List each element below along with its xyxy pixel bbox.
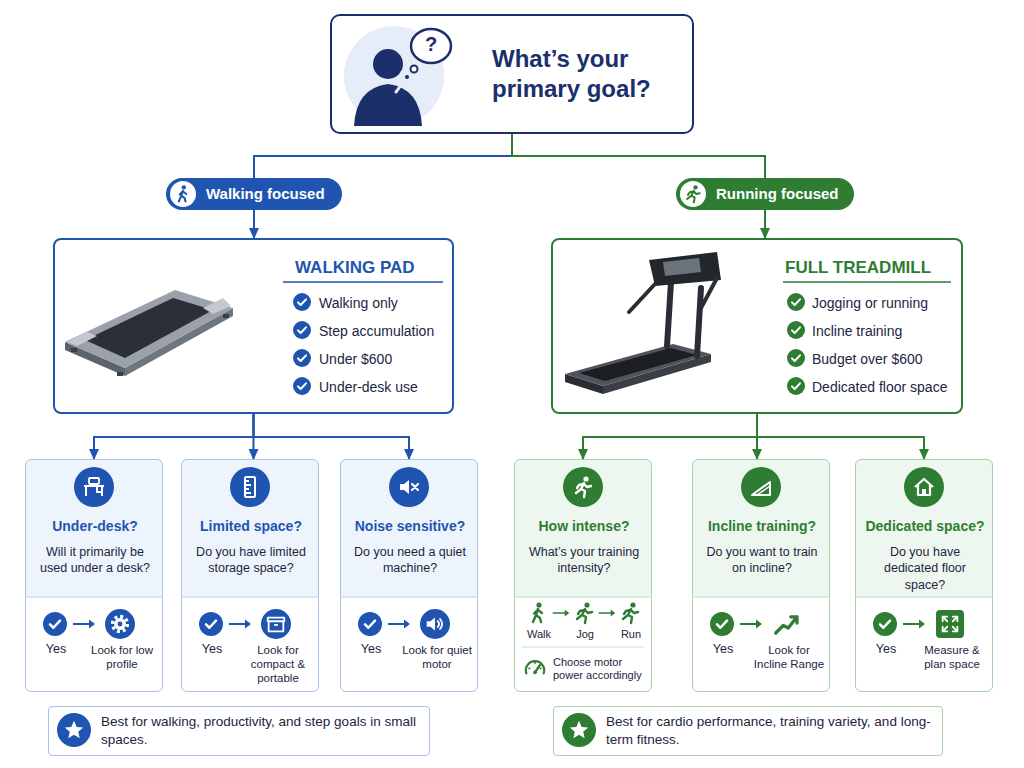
result-text: Measure & plan space [914,644,990,672]
criteria-card: Dedicated space? Do you have dedicated fl… [855,459,993,692]
question-box: What’s your primary goal? [330,14,694,134]
connector [253,210,255,238]
criteria-card: Incline training? Do you want to train on… [692,459,830,692]
answer-text: Yes [349,642,393,657]
answer-text: Yes [190,642,234,657]
connector [764,210,766,238]
thinking-person-icon [330,14,694,134]
card-icons [692,459,830,692]
category-panel: FULL TREADMILL Jogging or runningIncline … [551,238,963,414]
feature-item: Step accumulation [319,323,451,341]
pill-text: Running focused [716,185,852,203]
title-text: What’s your primary goal? [492,44,688,104]
card-question: Do you have dedicated floor space? [864,544,986,593]
summary-text: Best for cardio performance, training va… [606,713,936,749]
feature-item: Dedicated floor space [812,379,962,397]
criteria-card: How intense? What’s your training intensi… [514,459,652,692]
card-question: Do you need a quiet machine? [349,544,471,577]
result-text: Look for Incline Range [751,644,827,672]
card-heading: Under-desk? [29,518,161,535]
feature-item: Under $600 [319,351,451,369]
feature-item: Jogging or running [812,295,962,313]
card-heading: Dedicated space? [859,518,991,535]
card-question: Do you want to train on incline? [701,544,823,577]
connector [583,414,757,459]
feature-item: Under-desk use [319,379,451,397]
result-text: Choose motor power accordingly [553,656,649,682]
card-heading: Limited space? [185,518,317,535]
card-question: Do you have limited storage space? [190,544,312,577]
result-text: Look for low profile [84,644,160,672]
card-heading: How intense? [518,518,650,535]
answer-text: Yes [34,642,78,657]
connector [757,414,924,459]
panel-heading: WALKING PAD [295,258,450,278]
criteria-card: Limited space? Do you have limited storag… [181,459,319,692]
feature-item: Walking only [319,295,451,313]
card-icons [181,459,319,692]
connector [512,134,765,178]
answer-text: Yes [701,642,745,657]
category-panel: WALKING PAD Walking onlyStep accumulation… [53,238,454,414]
card-question: What’s your training intensity? [523,544,645,577]
card-heading: Incline training? [696,518,828,535]
question-mark: ? [423,33,439,55]
card-question: Will it primarily be used under a desk? [34,544,156,577]
connector [254,134,512,178]
branch-pill: Walking focused [166,178,342,210]
card-icons [25,459,163,692]
connector [94,414,254,459]
panel-heading: FULL TREADMILL [785,258,957,278]
card-heading: Noise sensitive? [344,518,476,535]
summary-box: Best for walking, productivity, and step… [48,706,430,756]
answer-text: Yes [864,642,908,657]
level-label: Jog [563,628,607,641]
connector [254,414,410,459]
result-text: Look for quiet motor [399,644,475,672]
summary-box: Best for cardio performance, training va… [553,706,943,756]
level-label: Walk [517,628,561,641]
criteria-card: Under-desk? Will it primarily be used und… [25,459,163,692]
criteria-card: Noise sensitive? Do you need a quiet mach… [340,459,478,692]
branch-pill: Running focused [676,178,854,210]
card-icons [340,459,478,692]
pill-text: Walking focused [206,185,340,203]
summary-text: Best for walking, productivity, and step… [101,713,423,749]
result-text: Look for compact & portable [240,644,316,685]
feature-item: Budget over $600 [812,351,962,369]
feature-item: Incline training [812,323,962,341]
level-label: Run [609,628,653,641]
card-icons [855,459,993,692]
